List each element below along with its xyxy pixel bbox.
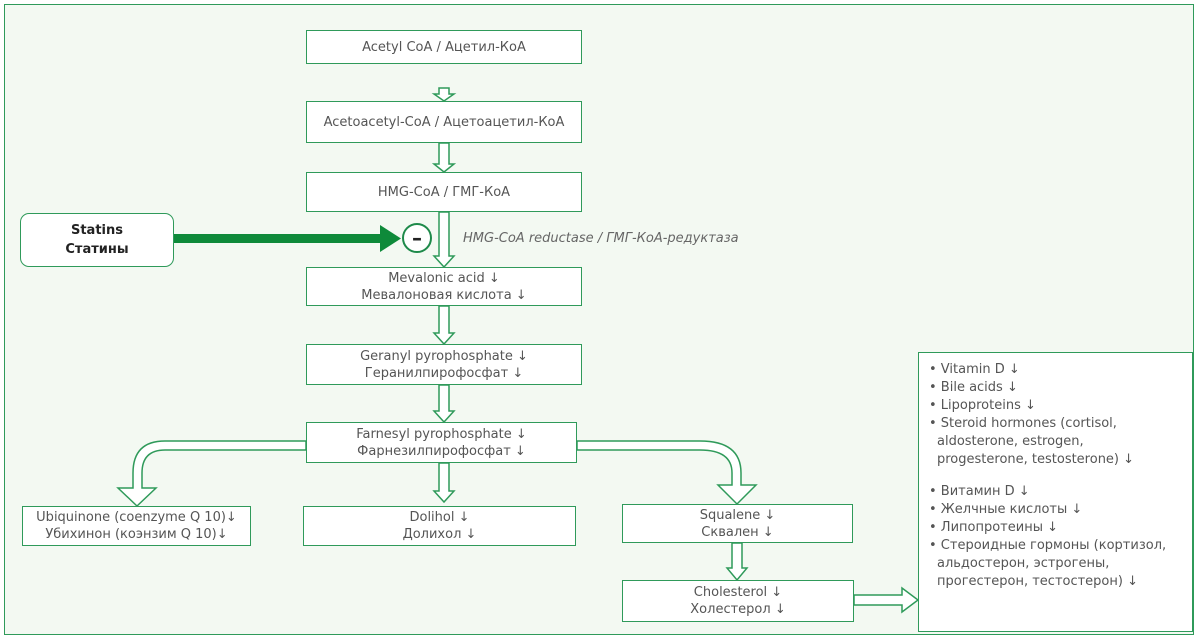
ubiquinone-label-en: Ubiquinone (coenzyme Q 10)↓ [36, 510, 237, 525]
effect-item: • Vitamin D ↓ [929, 362, 1020, 377]
effect-item: • Lipoproteins ↓ [929, 398, 1036, 413]
dolihol-label-en: Dolihol ↓ [409, 510, 470, 525]
effects-separator [929, 469, 1184, 483]
arrow-squalene-to-cholesterol [725, 542, 749, 582]
effect-item: • Липопротеины ↓ [929, 520, 1058, 535]
inhibition-minus-icon: – [402, 223, 432, 253]
effects-box: • Vitamin D ↓ • Bile acids ↓ • Lipoprotein… [918, 352, 1193, 632]
effects-list-ru: • Витамин D ↓ • Желчные кислоты ↓ • Липопр… [929, 483, 1184, 591]
arrow-mevalonic-to-geranyl [432, 305, 456, 346]
acetoacetyl-coa-label: Acetoacetyl-CoA / Ацетоацетил-КоА [323, 114, 565, 130]
effect-item: прогестерон, тестостерон) ↓ [937, 574, 1138, 589]
arrow-acetyl-to-acetoacetyl [431, 87, 457, 102]
acetoacetyl-coa-box: Acetoacetyl-CoA / Ацетоацетил-КоА [306, 101, 582, 143]
dolihol-label-ru: Долихол ↓ [402, 527, 477, 542]
effect-item: • Steroid hormones (cortisol, [929, 416, 1117, 431]
squalene-label-en: Squalene ↓ [699, 507, 776, 523]
farnesyl-pyrophosphate-box: Farnesyl pyrophosphate ↓ Фарнезилпирофос… [306, 422, 577, 463]
effect-item: • Желчные кислоты ↓ [929, 502, 1083, 517]
geranyl-label-ru: Геранилпирофосфат ↓ [364, 365, 524, 381]
squalene-label-ru: Сквален ↓ [701, 524, 774, 540]
farnesyl-label-ru: Фарнезилпирофосфат ↓ [357, 443, 526, 459]
mevalonic-acid-label-ru: Мевалоновая кислота ↓ [361, 287, 527, 303]
enzyme-label: HMG-CoA reductase / ГМГ-КоА-редуктаза [463, 231, 739, 246]
geranyl-label-en: Geranyl pyrophosphate ↓ [360, 348, 528, 364]
cholesterol-label-ru: Холестерол ↓ [690, 602, 786, 617]
statins-label-ru: Статины [65, 242, 129, 257]
arrow-farnesyl-to-ubiquinone [116, 440, 307, 508]
farnesyl-label-en: Farnesyl pyrophosphate ↓ [356, 426, 527, 442]
statins-box: Statins Статины [20, 213, 174, 267]
effect-item: aldosterone, estrogen, [937, 434, 1084, 449]
statin-inhibition-arrow [174, 225, 401, 252]
ubiquinone-box: Ubiquinone (coenzyme Q 10)↓ Убихинон (ко… [22, 506, 251, 546]
arrow-geranyl-to-farnesyl [432, 384, 456, 424]
dolihol-box: Dolihol ↓ Долихол ↓ [303, 506, 576, 546]
effect-item: • Стероидные гормоны (кортизол, [929, 538, 1167, 553]
mevalonic-acid-label-en: Mevalonic acid ↓ [388, 270, 500, 286]
statins-label-en: Statins [70, 223, 123, 238]
effects-list-en: • Vitamin D ↓ • Bile acids ↓ • Lipoprotein… [929, 361, 1184, 469]
effect-item: альдостерон, эстрогены, [937, 556, 1110, 571]
arrow-hmg-to-mevalonic [432, 211, 456, 269]
acetyl-coa-box: Acetyl CoA / Ацетил-КоА [306, 30, 582, 64]
effect-item: • Витамин D ↓ [929, 484, 1030, 499]
hmg-coa-box: HMG-CoA / ГМГ-КоА [306, 172, 582, 212]
arrow-acetoacetyl-to-hmg [431, 142, 457, 173]
geranyl-pyrophosphate-box: Geranyl pyrophosphate ↓ Геранилпирофосфа… [306, 344, 582, 385]
hmg-coa-label: HMG-CoA / ГМГ-КоА [377, 184, 511, 200]
cholesterol-box: Cholesterol ↓ Холестерол ↓ [622, 580, 854, 622]
cholesterol-label-en: Cholesterol ↓ [693, 585, 783, 600]
arrow-farnesyl-to-squalene [576, 440, 758, 506]
arrow-farnesyl-to-dolihol [432, 462, 456, 504]
effect-item: progesterone, testosterone) ↓ [937, 452, 1135, 467]
mevalonic-acid-box: Mevalonic acid ↓ Мевалоновая кислота ↓ [306, 267, 582, 306]
ubiquinone-label-ru: Убихинон (коэнзим Q 10)↓ [45, 527, 228, 542]
arrow-cholesterol-to-effects [853, 586, 920, 614]
acetyl-coa-label: Acetyl CoA / Ацетил-КоА [362, 39, 526, 55]
squalene-box: Squalene ↓ Сквален ↓ [622, 504, 853, 543]
effect-item: • Bile acids ↓ [929, 380, 1018, 395]
